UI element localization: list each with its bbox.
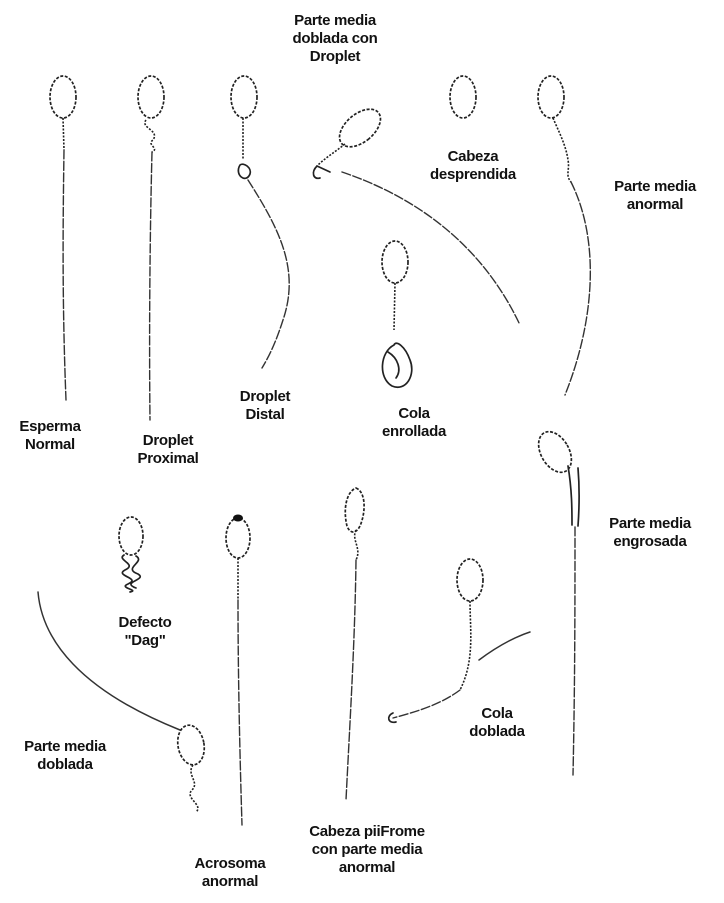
sperm-pyriform-head-drawing xyxy=(345,488,364,800)
sperm-bent-droplet-drawing xyxy=(313,102,520,325)
sperm-detached-head-drawing xyxy=(450,76,476,118)
sperm-abnormal-acrosome-drawing xyxy=(226,515,250,826)
label-dag-defect: Defecto"Dag" xyxy=(100,614,190,650)
sperm-distal-droplet-drawing xyxy=(231,76,289,368)
sperm-dag-defect-drawing xyxy=(119,517,143,592)
sperm-bent-tail-drawing xyxy=(389,559,530,722)
sperm-coiled-tail-drawing xyxy=(382,241,412,387)
sperm-proximal-droplet-drawing xyxy=(138,76,164,420)
sperm-abnormal-midpiece-drawing xyxy=(538,76,590,395)
sperm-normal-drawing xyxy=(50,76,76,400)
